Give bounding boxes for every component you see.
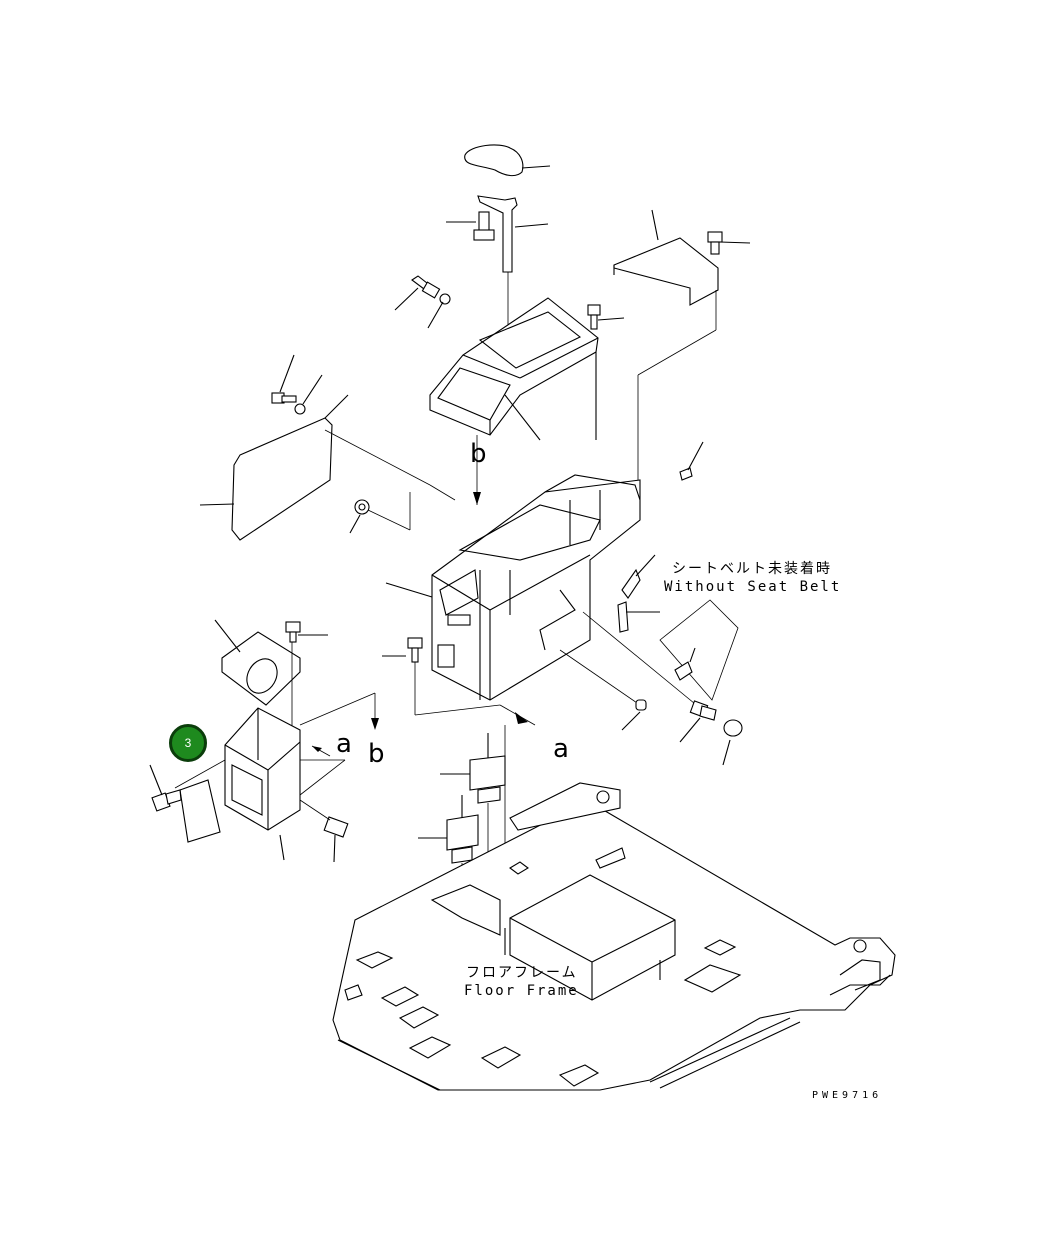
ref-label-a-right: a xyxy=(553,734,569,764)
seatbelt-switch-parts xyxy=(617,554,739,701)
drawing-code: PWE9716 xyxy=(812,1090,882,1101)
main-console-frame xyxy=(385,474,641,701)
ref-label-b-top: b xyxy=(470,439,487,469)
callout-number: 3 xyxy=(184,736,192,750)
ref-label-a-left: a xyxy=(336,729,352,759)
top-right-cover xyxy=(613,209,751,500)
ref-arrow-b-top xyxy=(473,435,481,505)
floor-frame-label-en: Floor Frame xyxy=(464,983,579,999)
plug-center xyxy=(559,649,647,731)
callout-number-badge[interactable]: 3 xyxy=(169,724,207,762)
left-side-panel xyxy=(199,394,456,541)
grommet-left xyxy=(349,492,411,534)
nut-right-lower xyxy=(722,719,743,766)
rubber-mount-lower xyxy=(418,795,479,895)
ref-arrow-a-left xyxy=(299,745,346,796)
bracket-box xyxy=(224,692,379,861)
bolt-lever xyxy=(446,211,495,241)
bolt-frame-left xyxy=(382,637,501,716)
rubber-mount-upper xyxy=(440,733,506,920)
seatbelt-label-jp: シートベルト未装着時 xyxy=(672,561,832,577)
bolt-washer-upper xyxy=(394,275,451,329)
ref-label-b-left: b xyxy=(368,739,385,769)
pin-right-upper xyxy=(679,441,704,481)
cover-plate-small xyxy=(174,759,226,843)
bolt-housing-right xyxy=(587,304,625,330)
bolt-washer-panel xyxy=(271,354,323,415)
rod-bolt-right xyxy=(582,611,717,743)
upper-console-housing xyxy=(429,297,599,441)
seatbelt-label-en: Without Seat Belt xyxy=(664,579,841,595)
bolt-cover-left xyxy=(149,764,182,812)
bolt-bracket-lower xyxy=(299,799,349,863)
top-pad-part xyxy=(464,144,551,177)
ref-arrow-a-right xyxy=(499,704,536,726)
top-bracket-plate xyxy=(214,619,328,728)
floor-frame-label-jp: フロアフレーム xyxy=(466,965,578,981)
floor-frame xyxy=(332,782,896,1091)
